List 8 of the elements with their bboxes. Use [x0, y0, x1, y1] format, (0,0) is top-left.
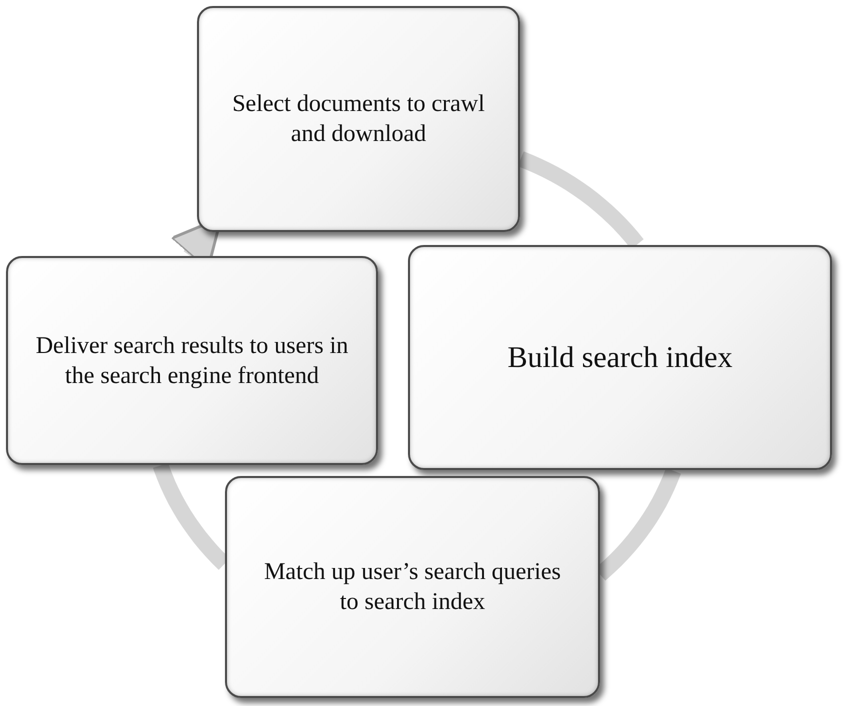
step-text: Deliver search results to users in the search engine frontend [34, 332, 350, 390]
process-box [197, 6, 520, 232]
step-text: Select documents to crawl and download [231, 90, 486, 149]
process-box [408, 245, 832, 470]
process-box [225, 476, 600, 698]
step-text: Build search index [508, 340, 732, 376]
process-box [6, 256, 378, 465]
step-text: Match up user’s search queries to search index [263, 558, 562, 617]
